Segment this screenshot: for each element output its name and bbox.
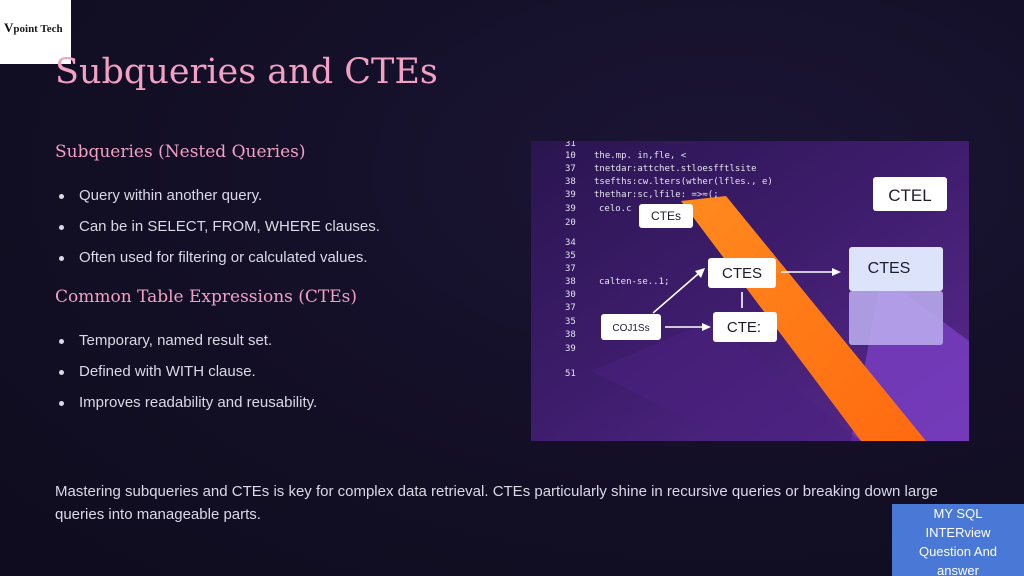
ctel-box xyxy=(873,177,947,211)
code-line: tnetdar:attchet.stloesfftlsite xyxy=(594,164,757,174)
badge-line: Question And xyxy=(918,544,998,559)
arrowhead xyxy=(695,268,705,278)
ctes-mid-box xyxy=(708,258,776,288)
list-item: Can be in SELECT, FROM, WHERE clauses. xyxy=(55,217,380,248)
logo-wordmark: point Tech xyxy=(13,23,63,35)
shadow-beam xyxy=(591,321,861,441)
table-shape xyxy=(849,291,943,345)
line-number: 39 xyxy=(565,344,576,354)
line-number: 39 xyxy=(565,190,576,200)
interview-badge[interactable]: MY SQL INTERview Question And answer xyxy=(892,504,1024,576)
cte-colon-label: CTE: xyxy=(727,319,761,336)
code-line: tsefths:cw.lters(wther(lfles., e) xyxy=(594,177,773,187)
ctel-label: CTEL xyxy=(888,186,931,205)
subqueries-heading: Subqueries (Nested Queries) xyxy=(55,142,306,162)
list-item: Temporary, named result set. xyxy=(55,331,317,362)
list-item: Query within another query. xyxy=(55,186,380,217)
line-number: 37 xyxy=(565,264,576,274)
logo-mark: V xyxy=(4,20,14,35)
line-number: 35 xyxy=(565,317,576,327)
illustration-svg: 31 10 37 38 39 39 20 34 35 37 38 30 37 3… xyxy=(531,141,969,441)
line-number: 38 xyxy=(565,277,576,287)
ctes-small-label: CTEs xyxy=(651,209,681,223)
code-lines: the.mp. in,fle, < tnetdar:attchet.stloes… xyxy=(594,151,773,287)
line-number: 38 xyxy=(565,330,576,340)
logo: Vpoint Tech xyxy=(0,0,71,64)
badge-line: INTERview xyxy=(925,525,991,540)
line-numbers: 31 10 37 38 39 39 20 34 35 37 38 30 37 3… xyxy=(565,141,576,379)
ctes-list: Temporary, named result set. Defined wit… xyxy=(55,331,317,424)
line-number: 38 xyxy=(565,177,576,187)
line-number: 37 xyxy=(565,303,576,313)
logo-text: Vpoint Tech xyxy=(4,20,63,36)
summary-text: Mastering subqueries and CTEs is key for… xyxy=(55,483,938,523)
line-number: 35 xyxy=(565,251,576,261)
arrows xyxy=(652,268,841,331)
line-number: 31 xyxy=(565,141,576,149)
code-line: thethar:sc,lfile: =>≈(; xyxy=(594,190,719,200)
line-number: 10 xyxy=(565,151,576,161)
list-item: Defined with WITH clause. xyxy=(55,362,317,393)
page-title: Subqueries and CTEs xyxy=(55,52,438,92)
badge-line: answer xyxy=(937,563,979,576)
badge-line: MY SQL xyxy=(933,506,983,521)
arrowhead xyxy=(702,323,711,331)
list-item: Often used for filtering or calculated v… xyxy=(55,248,380,279)
arrowhead xyxy=(832,268,841,276)
line-number: 39 xyxy=(565,204,576,214)
coj-label: COJ1Ss xyxy=(612,323,649,334)
subqueries-list: Query within another query. Can be in SE… xyxy=(55,186,380,279)
line-number: 20 xyxy=(565,218,576,228)
cte-illustration: 31 10 37 38 39 39 20 34 35 37 38 30 37 3… xyxy=(531,141,969,441)
code-line: calten-se..1; xyxy=(599,277,669,287)
ctes-mid-label: CTES xyxy=(722,265,762,282)
coj-box xyxy=(601,314,661,340)
line-number: 51 xyxy=(565,369,576,379)
cte-colon-box xyxy=(713,312,777,342)
ctes-small-box xyxy=(639,204,693,228)
code-line: the.mp. in,fle, < xyxy=(594,151,687,161)
ctes-heading: Common Table Expressions (CTEs) xyxy=(55,287,358,307)
ctes-right-label: CTES xyxy=(868,260,911,277)
arrow-coj-to-ctes xyxy=(652,273,699,314)
line-number: 34 xyxy=(565,238,576,248)
list-item: Improves readability and reusability. xyxy=(55,393,317,424)
ctes-right-box xyxy=(849,247,943,291)
orange-beam xyxy=(681,196,926,441)
code-line: celo.c xyxy=(599,204,632,214)
line-number: 30 xyxy=(565,290,576,300)
line-number: 37 xyxy=(565,164,576,174)
